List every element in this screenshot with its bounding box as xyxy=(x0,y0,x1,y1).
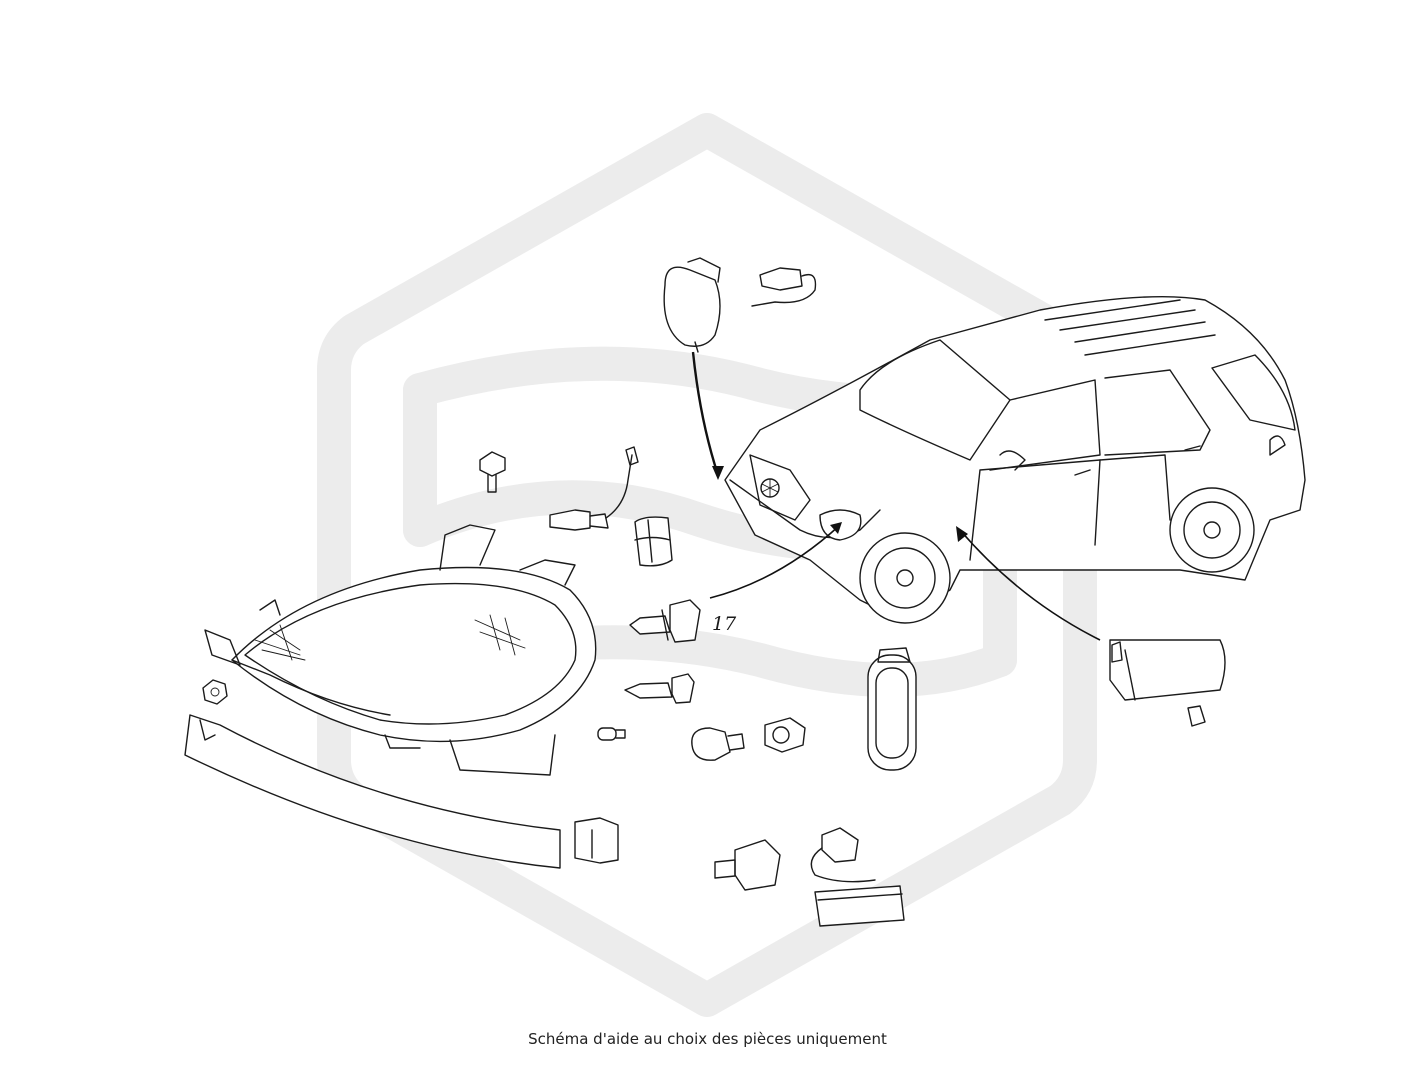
side-lens[interactable] xyxy=(867,647,917,771)
arrow-head-marker xyxy=(956,526,968,542)
bulb-socket[interactable] xyxy=(764,717,806,753)
fog-lamp[interactable] xyxy=(663,257,721,353)
clip-bracket[interactable] xyxy=(574,817,619,864)
indicator-bulb[interactable] xyxy=(691,727,745,761)
caption: Schéma d'aide au choix des pièces unique… xyxy=(528,1030,887,1048)
bumper-trim[interactable] xyxy=(184,714,561,869)
h4-bulb[interactable] xyxy=(629,599,701,643)
callout-label: 17 xyxy=(712,613,737,635)
headlight-assembly[interactable] xyxy=(204,524,597,776)
arrows xyxy=(691,351,1101,641)
arrow-head-17 xyxy=(830,522,842,534)
ballast-connector[interactable] xyxy=(714,839,781,891)
bolt[interactable] xyxy=(479,451,506,493)
ballast-unit[interactable] xyxy=(810,827,905,927)
nut[interactable] xyxy=(202,679,228,705)
side-marker-lamp[interactable] xyxy=(1109,639,1226,701)
arrow-head-fog xyxy=(712,466,724,480)
fog-lamp-bulb[interactable] xyxy=(751,267,817,307)
bulb-with-cable[interactable] xyxy=(549,446,639,531)
retaining-ring[interactable] xyxy=(634,516,673,567)
wedge-bulb[interactable] xyxy=(597,727,626,741)
vehicle-outline xyxy=(724,295,1306,624)
marker-bulb[interactable] xyxy=(1187,705,1206,727)
h1-bulb[interactable] xyxy=(624,673,695,704)
